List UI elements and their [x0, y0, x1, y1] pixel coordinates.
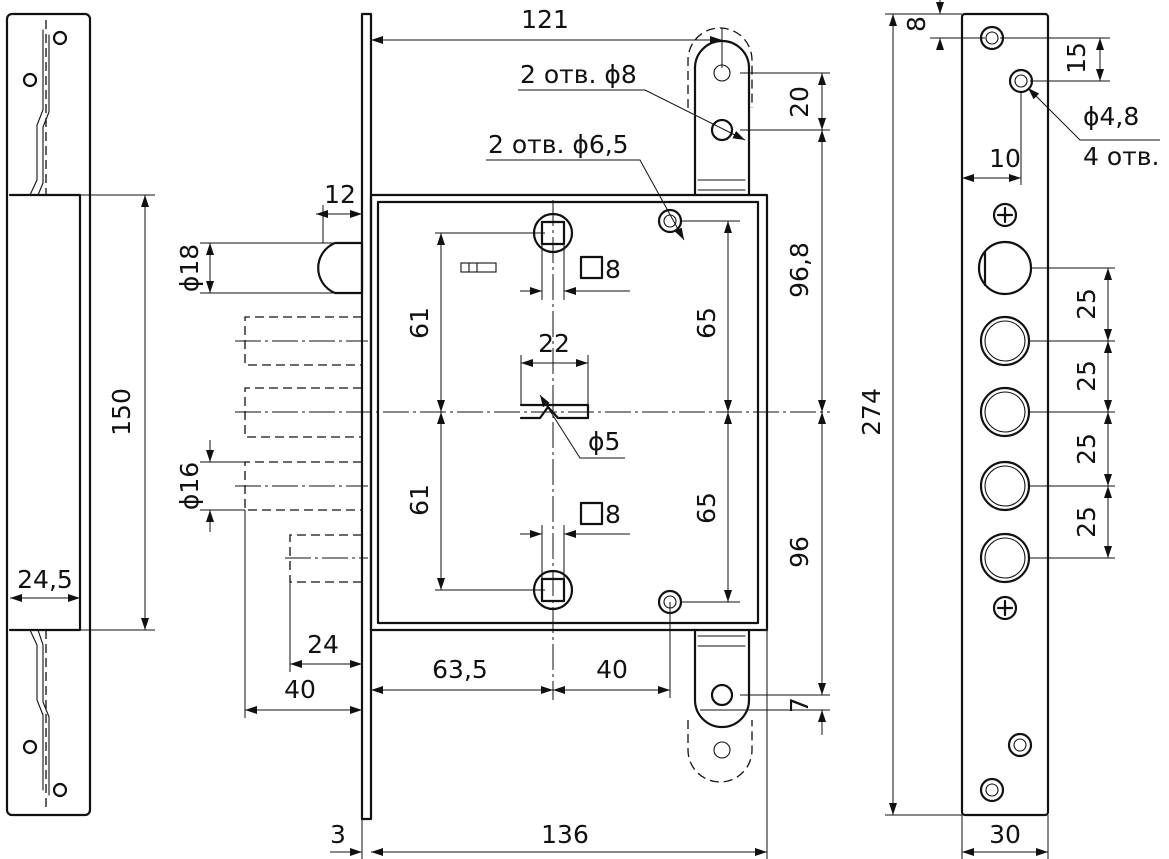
dim-274-label: 274 — [857, 388, 886, 436]
strike-bend-bottom — [29, 629, 44, 791]
square-8-symbol-bottom — [579, 501, 604, 526]
lock-body-view: 121 2 отв. ϕ8 2 отв. ϕ6,5 20 96,8 96 7 1… — [175, 5, 830, 859]
dim-phi5-label: ϕ5 — [588, 427, 620, 456]
indicator-slot — [460, 262, 497, 273]
faceplate-outline — [960, 12, 1050, 817]
dim-63-5-label: 63,5 — [432, 655, 488, 684]
dim-96-8-label: 96,8 — [785, 242, 814, 298]
tab-hole-8-top — [710, 118, 734, 142]
dim-65-top-label: 65 — [692, 307, 721, 339]
dim-24-label: 24 — [307, 630, 339, 659]
strike-bend-top-2 — [37, 34, 50, 196]
holes-6-5-label: 2 отв. ϕ6,5 — [488, 130, 629, 159]
strike-bend-bottom-2 — [37, 629, 50, 796]
dim-7-label: 7 — [785, 697, 814, 713]
dim-61-bottom-label: 61 — [405, 484, 434, 516]
strike-bend-top — [29, 29, 44, 196]
dim-phi18-label: ϕ18 — [175, 244, 204, 292]
cross-screw-bottom — [992, 595, 1018, 621]
square-8-bottom-label: 8 — [605, 500, 621, 529]
holes-8-label: 2 отв. ϕ8 — [520, 60, 637, 89]
dim-24-5-label: 24,5 — [17, 565, 73, 594]
dim-8-label: 8 — [902, 16, 931, 32]
dim-25-b-label: 25 — [1072, 360, 1101, 392]
top-tab-hidden — [687, 27, 753, 108]
square-8-symbol-top — [579, 255, 604, 280]
dim-40-right-label: 40 — [596, 655, 628, 684]
dim-phi4-8-label: ϕ4,8 — [1083, 102, 1139, 131]
dim-20-label: 20 — [785, 86, 814, 118]
square-8-top-label: 8 — [605, 255, 621, 284]
bottom-tab-hidden — [687, 720, 753, 783]
tab-hole-bottom-hidden — [713, 741, 731, 759]
faceplate-edge — [360, 12, 373, 821]
dim-30-label: 30 — [989, 820, 1021, 849]
latch-bolt — [317, 241, 364, 295]
dim-phi16-label: ϕ16 — [175, 462, 204, 510]
dim-3-label: 3 — [330, 820, 346, 849]
strike-hole-bottom-right — [52, 782, 68, 798]
bolt-hole-3 — [979, 460, 1031, 512]
tab-hole-8-bottom — [710, 683, 734, 707]
dim-40-left-label: 40 — [284, 675, 316, 704]
dim-10-label: 10 — [989, 144, 1021, 173]
latch-opening — [977, 240, 1033, 296]
dim-121-label: 121 — [521, 5, 569, 34]
strike-plate-outline — [5, 12, 92, 817]
bottom-mounting-tab — [693, 628, 751, 729]
strike-plate-view: 150 24,5 — [5, 12, 155, 817]
holes-4-label: 4 отв. — [1083, 142, 1159, 171]
dim-15-label: 15 — [1062, 42, 1091, 74]
strike-hole-bottom-left — [22, 739, 38, 755]
strike-hole-top-right — [52, 30, 68, 46]
strike-hole-top-left — [22, 72, 38, 88]
dim-96-label: 96 — [785, 536, 814, 568]
dim-65-bottom-label: 65 — [692, 492, 721, 524]
faceplate-screw-lower — [1007, 732, 1033, 758]
dim-25-a-label: 25 — [1072, 288, 1101, 320]
cross-screw-top — [992, 202, 1018, 228]
dim-150-label: 150 — [107, 388, 136, 436]
dim-22-label: 22 — [538, 329, 570, 358]
dim-61-top-label: 61 — [405, 307, 434, 339]
faceplate-screw-bottom — [979, 777, 1005, 803]
deadbolt-4 — [289, 534, 362, 583]
dim-12-label: 12 — [324, 180, 356, 209]
dim-136-label: 136 — [541, 820, 589, 849]
bolt-hole-1 — [979, 315, 1031, 367]
dim-25-c-label: 25 — [1072, 433, 1101, 465]
faceplate-front-view: 274 8 15 ϕ4,8 4 отв. 10 25 25 25 25 — [857, 0, 1160, 859]
strike-box — [8, 193, 82, 632]
dim-25-d-label: 25 — [1072, 506, 1101, 538]
bolt-hole-2 — [979, 386, 1031, 438]
bolt-hole-4 — [979, 532, 1031, 584]
